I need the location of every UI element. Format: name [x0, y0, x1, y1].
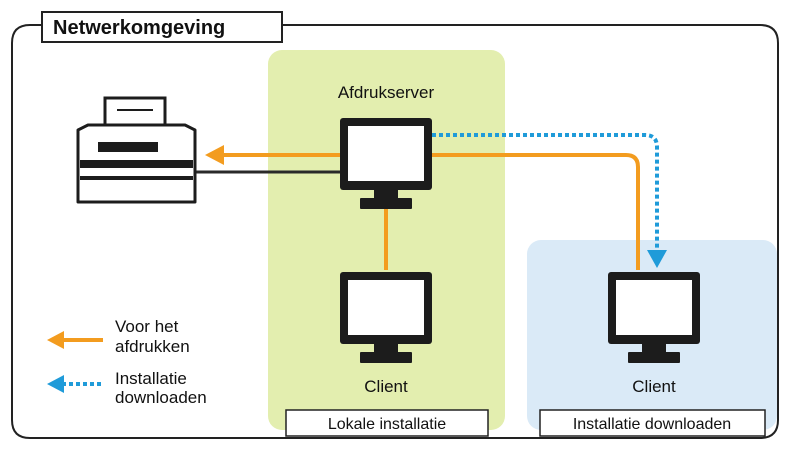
- title-box: Netwerkomgeving: [41, 11, 283, 43]
- legend-print-arrow: [47, 331, 64, 349]
- print-arrow-head: [205, 145, 224, 165]
- zone-local-label-box: [285, 409, 489, 437]
- zone-download-label-box: [539, 409, 766, 437]
- zone-download-label: Installatie downloaden: [573, 416, 731, 433]
- legend-download-line2: downloaden: [115, 388, 207, 407]
- legend-download-arrow: [47, 375, 64, 393]
- download-line: [432, 133, 659, 252]
- client-download-label: Client: [632, 377, 676, 396]
- server-label: Afdrukserver: [338, 83, 435, 102]
- printer-icon: [76, 96, 197, 204]
- zone-local-label: Lokale installatie: [328, 416, 446, 433]
- legend-download-line1: Installatie: [115, 369, 187, 388]
- download-arrow-head: [647, 250, 667, 268]
- client-local-label: Client: [364, 377, 408, 396]
- page-title: Netwerkomgeving: [53, 17, 225, 39]
- legend-print-line1: Voor het: [115, 317, 179, 336]
- legend: Voor het afdrukken Installatie downloade…: [47, 317, 207, 407]
- network-frame: [11, 24, 779, 439]
- print-line-server-download-client: [432, 153, 640, 270]
- legend-print-line2: afdrukken: [115, 337, 190, 356]
